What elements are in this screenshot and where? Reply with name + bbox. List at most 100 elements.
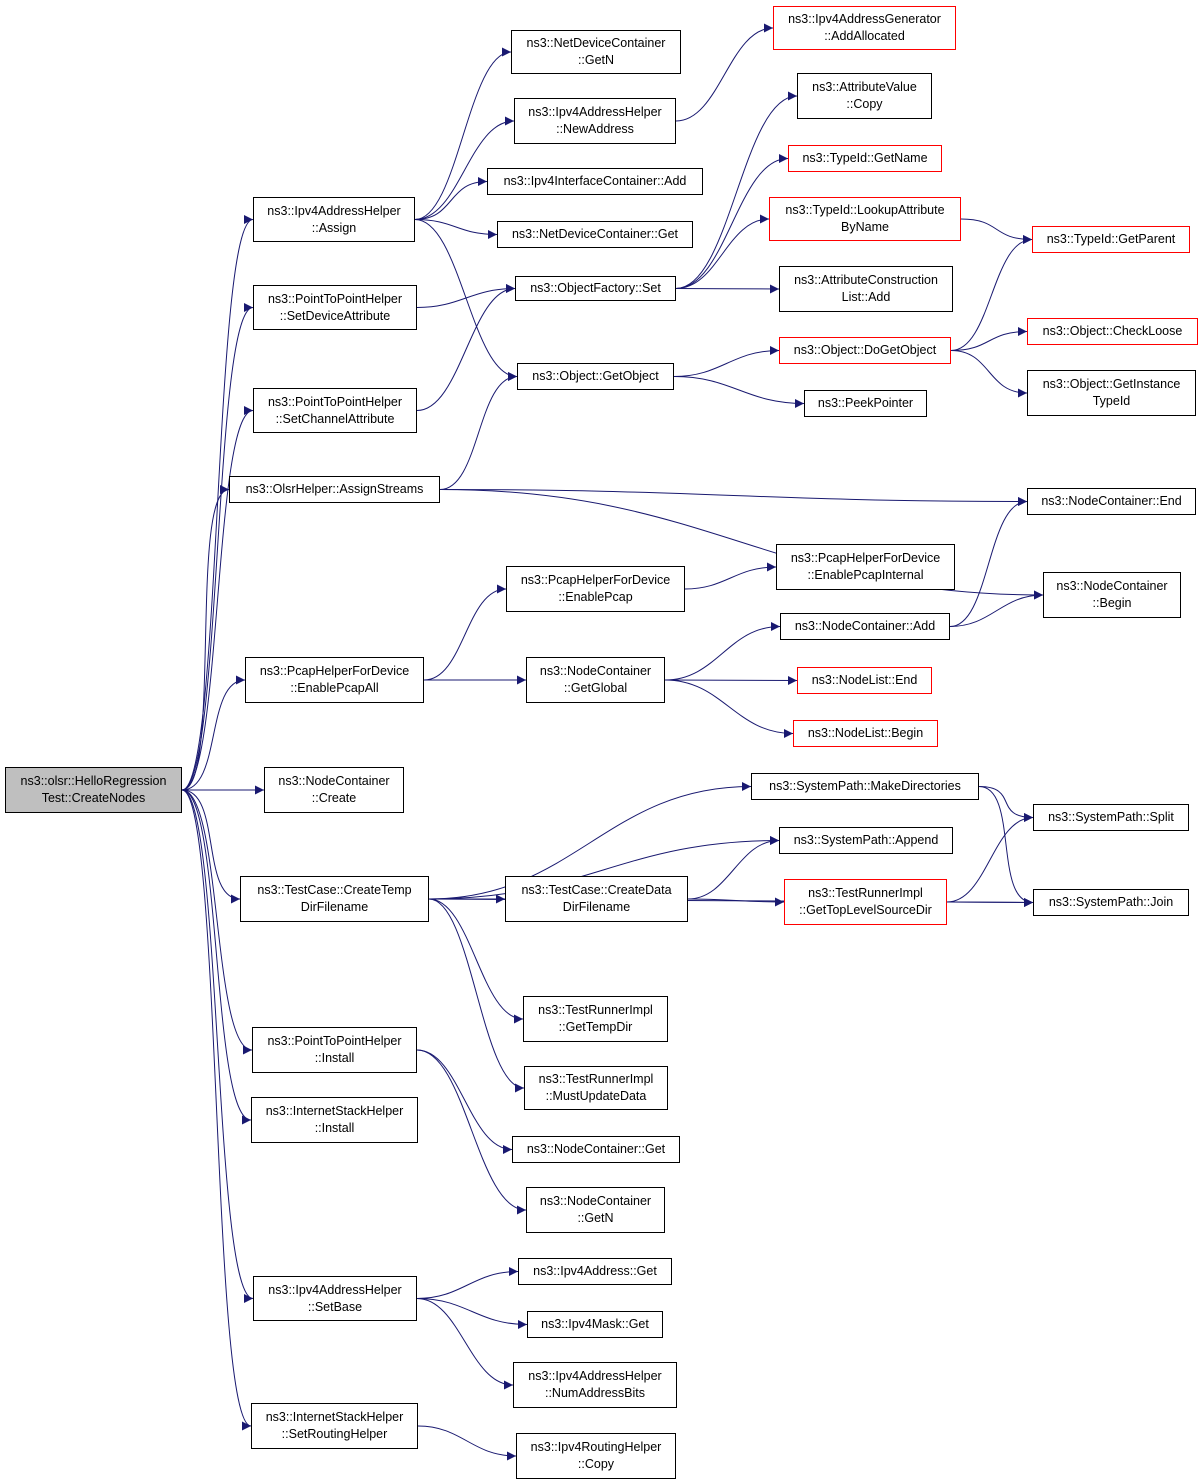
graph-node[interactable]: ns3::PointToPointHelper ::SetDeviceAttri… xyxy=(253,285,417,330)
graph-node[interactable]: ns3::NodeContainer ::Begin xyxy=(1043,572,1181,618)
edge-n0-n1 xyxy=(181,215,254,791)
graph-node[interactable]: ns3::PcapHelperForDevice ::EnablePcap xyxy=(506,566,685,612)
graph-node[interactable]: ns3::PeekPointer xyxy=(804,390,927,417)
graph-node[interactable]: ns3::PcapHelperForDevice ::EnablePcapAll xyxy=(245,657,424,703)
edge-n20-n42 xyxy=(687,897,785,907)
graph-node[interactable]: ns3::Ipv4AddressHelper ::NumAddressBits xyxy=(513,1362,677,1408)
edge-n34-n44 xyxy=(950,327,1028,351)
edge-n0-n10 xyxy=(181,789,254,1303)
edge-n0-n3 xyxy=(181,406,254,791)
edge-n19-n39 xyxy=(664,679,794,738)
graph-node[interactable]: ns3::NetDeviceContainer ::GetN xyxy=(511,30,681,74)
edge-n34-n43 xyxy=(950,235,1033,351)
graph-node[interactable]: ns3::NodeList::End xyxy=(797,667,932,694)
graph-node[interactable]: ns3::NodeContainer ::GetN xyxy=(526,1187,665,1233)
graph-node[interactable]: ns3::PcapHelperForDevice ::EnablePcapInt… xyxy=(776,544,955,590)
root-node: ns3::olsr::HelloRegression Test::CreateN… xyxy=(5,767,182,813)
graph-node[interactable]: ns3::PointToPointHelper ::SetChannelAttr… xyxy=(253,388,417,433)
edge-n0-n9 xyxy=(181,789,252,1125)
graph-node[interactable]: ns3::TestCase::CreateTemp DirFilename xyxy=(240,876,429,922)
graph-node[interactable]: ns3::NodeContainer::Add xyxy=(780,613,950,640)
edge-n10-n27 xyxy=(416,1298,514,1390)
edge-n11-n28 xyxy=(417,1425,517,1461)
graph-node[interactable]: ns3::TestRunnerImpl ::MustUpdateData xyxy=(524,1066,668,1110)
graph-node[interactable]: ns3::PointToPointHelper ::Install xyxy=(252,1027,417,1073)
edge-n0-n5 xyxy=(181,675,246,791)
edge-n5-n18 xyxy=(423,584,507,681)
edge-n17-n34 xyxy=(673,346,780,377)
graph-node[interactable]: ns3::InternetStackHelper ::SetRoutingHel… xyxy=(251,1403,418,1449)
edge-n40-n49 xyxy=(978,786,1034,907)
graph-node[interactable]: ns3::Object::DoGetObject xyxy=(779,337,951,364)
graph-node[interactable]: ns3::AttributeValue ::Copy xyxy=(797,73,932,119)
edge-n37-n47 xyxy=(949,590,1044,627)
graph-node[interactable]: ns3::TypeId::GetName xyxy=(788,145,942,172)
edge-n7-n40 xyxy=(428,782,752,900)
graph-node[interactable]: ns3::NodeList::Begin xyxy=(793,720,938,747)
edge-n1-n14 xyxy=(414,177,488,220)
graph-node[interactable]: ns3::ObjectFactory::Set xyxy=(515,276,676,301)
edge-n16-n33 xyxy=(675,284,780,294)
graph-node[interactable]: ns3::TestRunnerImpl ::GetTempDir xyxy=(523,996,668,1042)
graph-node[interactable]: ns3::SystemPath::Split xyxy=(1033,804,1189,831)
edge-n37-n46 xyxy=(949,497,1028,627)
edge-n0-n4 xyxy=(181,485,230,791)
edge-n16-n30 xyxy=(675,91,798,289)
graph-node[interactable]: ns3::NodeContainer::End xyxy=(1027,488,1196,515)
graph-node[interactable]: ns3::Ipv4Mask::Get xyxy=(527,1311,663,1338)
edge-n4-n46 xyxy=(439,489,1028,506)
edge-n16-n31 xyxy=(675,154,789,289)
edge-n1-n12 xyxy=(414,47,512,220)
edge-n2-n16 xyxy=(416,284,516,308)
edge-n3-n16 xyxy=(416,284,516,411)
graph-node[interactable]: ns3::Ipv4AddressGenerator ::AddAllocated xyxy=(773,6,956,50)
graph-node[interactable]: ns3::TypeId::GetParent xyxy=(1032,226,1190,253)
graph-node[interactable]: ns3::SystemPath::MakeDirectories xyxy=(751,773,979,800)
graph-node[interactable]: ns3::NodeContainer ::Create xyxy=(264,767,404,813)
graph-node[interactable]: ns3::Ipv4AddressHelper ::NewAddress xyxy=(514,98,676,144)
edge-n1-n15 xyxy=(414,219,498,239)
graph-node[interactable]: ns3::Ipv4AddressHelper ::SetBase xyxy=(253,1276,417,1321)
edge-n0-n11 xyxy=(181,789,252,1431)
edge-n0-n7 xyxy=(181,789,241,904)
edge-n19-n38 xyxy=(664,675,798,685)
graph-node[interactable]: ns3::NodeContainer::Get xyxy=(512,1136,680,1163)
edge-n10-n25 xyxy=(416,1267,519,1299)
edge-n40-n48 xyxy=(978,786,1034,822)
graph-node[interactable]: ns3::Object::CheckLoose xyxy=(1027,318,1198,345)
graph-node[interactable]: ns3::OlsrHelper::AssignStreams xyxy=(229,476,440,503)
edge-n10-n26 xyxy=(416,1298,528,1329)
edge-n8-n23 xyxy=(416,1049,513,1154)
graph-node[interactable]: ns3::Object::GetInstance TypeId xyxy=(1027,370,1196,416)
edge-n18-n36 xyxy=(684,562,777,590)
graph-node[interactable]: ns3::AttributeConstruction List::Add xyxy=(779,266,953,312)
graph-node[interactable]: ns3::Ipv4AddressHelper ::Assign xyxy=(253,197,415,242)
graph-node[interactable]: ns3::Ipv4InterfaceContainer::Add xyxy=(487,168,703,195)
graph-node[interactable]: ns3::Ipv4RoutingHelper ::Copy xyxy=(516,1433,676,1479)
graph-node[interactable]: ns3::TestRunnerImpl ::GetTopLevelSourceD… xyxy=(784,879,947,925)
graph-node[interactable]: ns3::NodeContainer ::GetGlobal xyxy=(526,657,665,703)
graph-node[interactable]: ns3::TypeId::LookupAttribute ByName xyxy=(769,197,961,241)
graph-node[interactable]: ns3::NetDeviceContainer::Get xyxy=(497,221,693,248)
graph-node[interactable]: ns3::InternetStackHelper ::Install xyxy=(251,1097,418,1143)
edge-n7-n22 xyxy=(428,898,525,1093)
edge-n34-n45 xyxy=(950,350,1028,398)
edge-n20-n41 xyxy=(687,836,780,900)
edge-n1-n13 xyxy=(414,116,515,220)
graph-node[interactable]: ns3::SystemPath::Join xyxy=(1033,889,1189,916)
edge-n42-n49 xyxy=(946,897,1034,907)
edge-n17-n35 xyxy=(673,376,805,408)
graph-node[interactable]: ns3::SystemPath::Append xyxy=(779,827,953,854)
edge-n42-n48 xyxy=(946,813,1034,903)
edge-n32-n43 xyxy=(960,218,1033,244)
edge-n7-n41 xyxy=(428,836,780,900)
graph-node[interactable]: ns3::Ipv4Address::Get xyxy=(518,1258,672,1285)
edge-n8-n24 xyxy=(416,1049,527,1215)
edge-n0-n8 xyxy=(181,789,253,1055)
edge-n7-n21 xyxy=(428,898,524,1024)
graph-node[interactable]: ns3::TestCase::CreateData DirFilename xyxy=(505,876,688,922)
graph-node[interactable]: ns3::Object::GetObject xyxy=(517,363,674,390)
edge-n13-n29 xyxy=(675,23,774,122)
